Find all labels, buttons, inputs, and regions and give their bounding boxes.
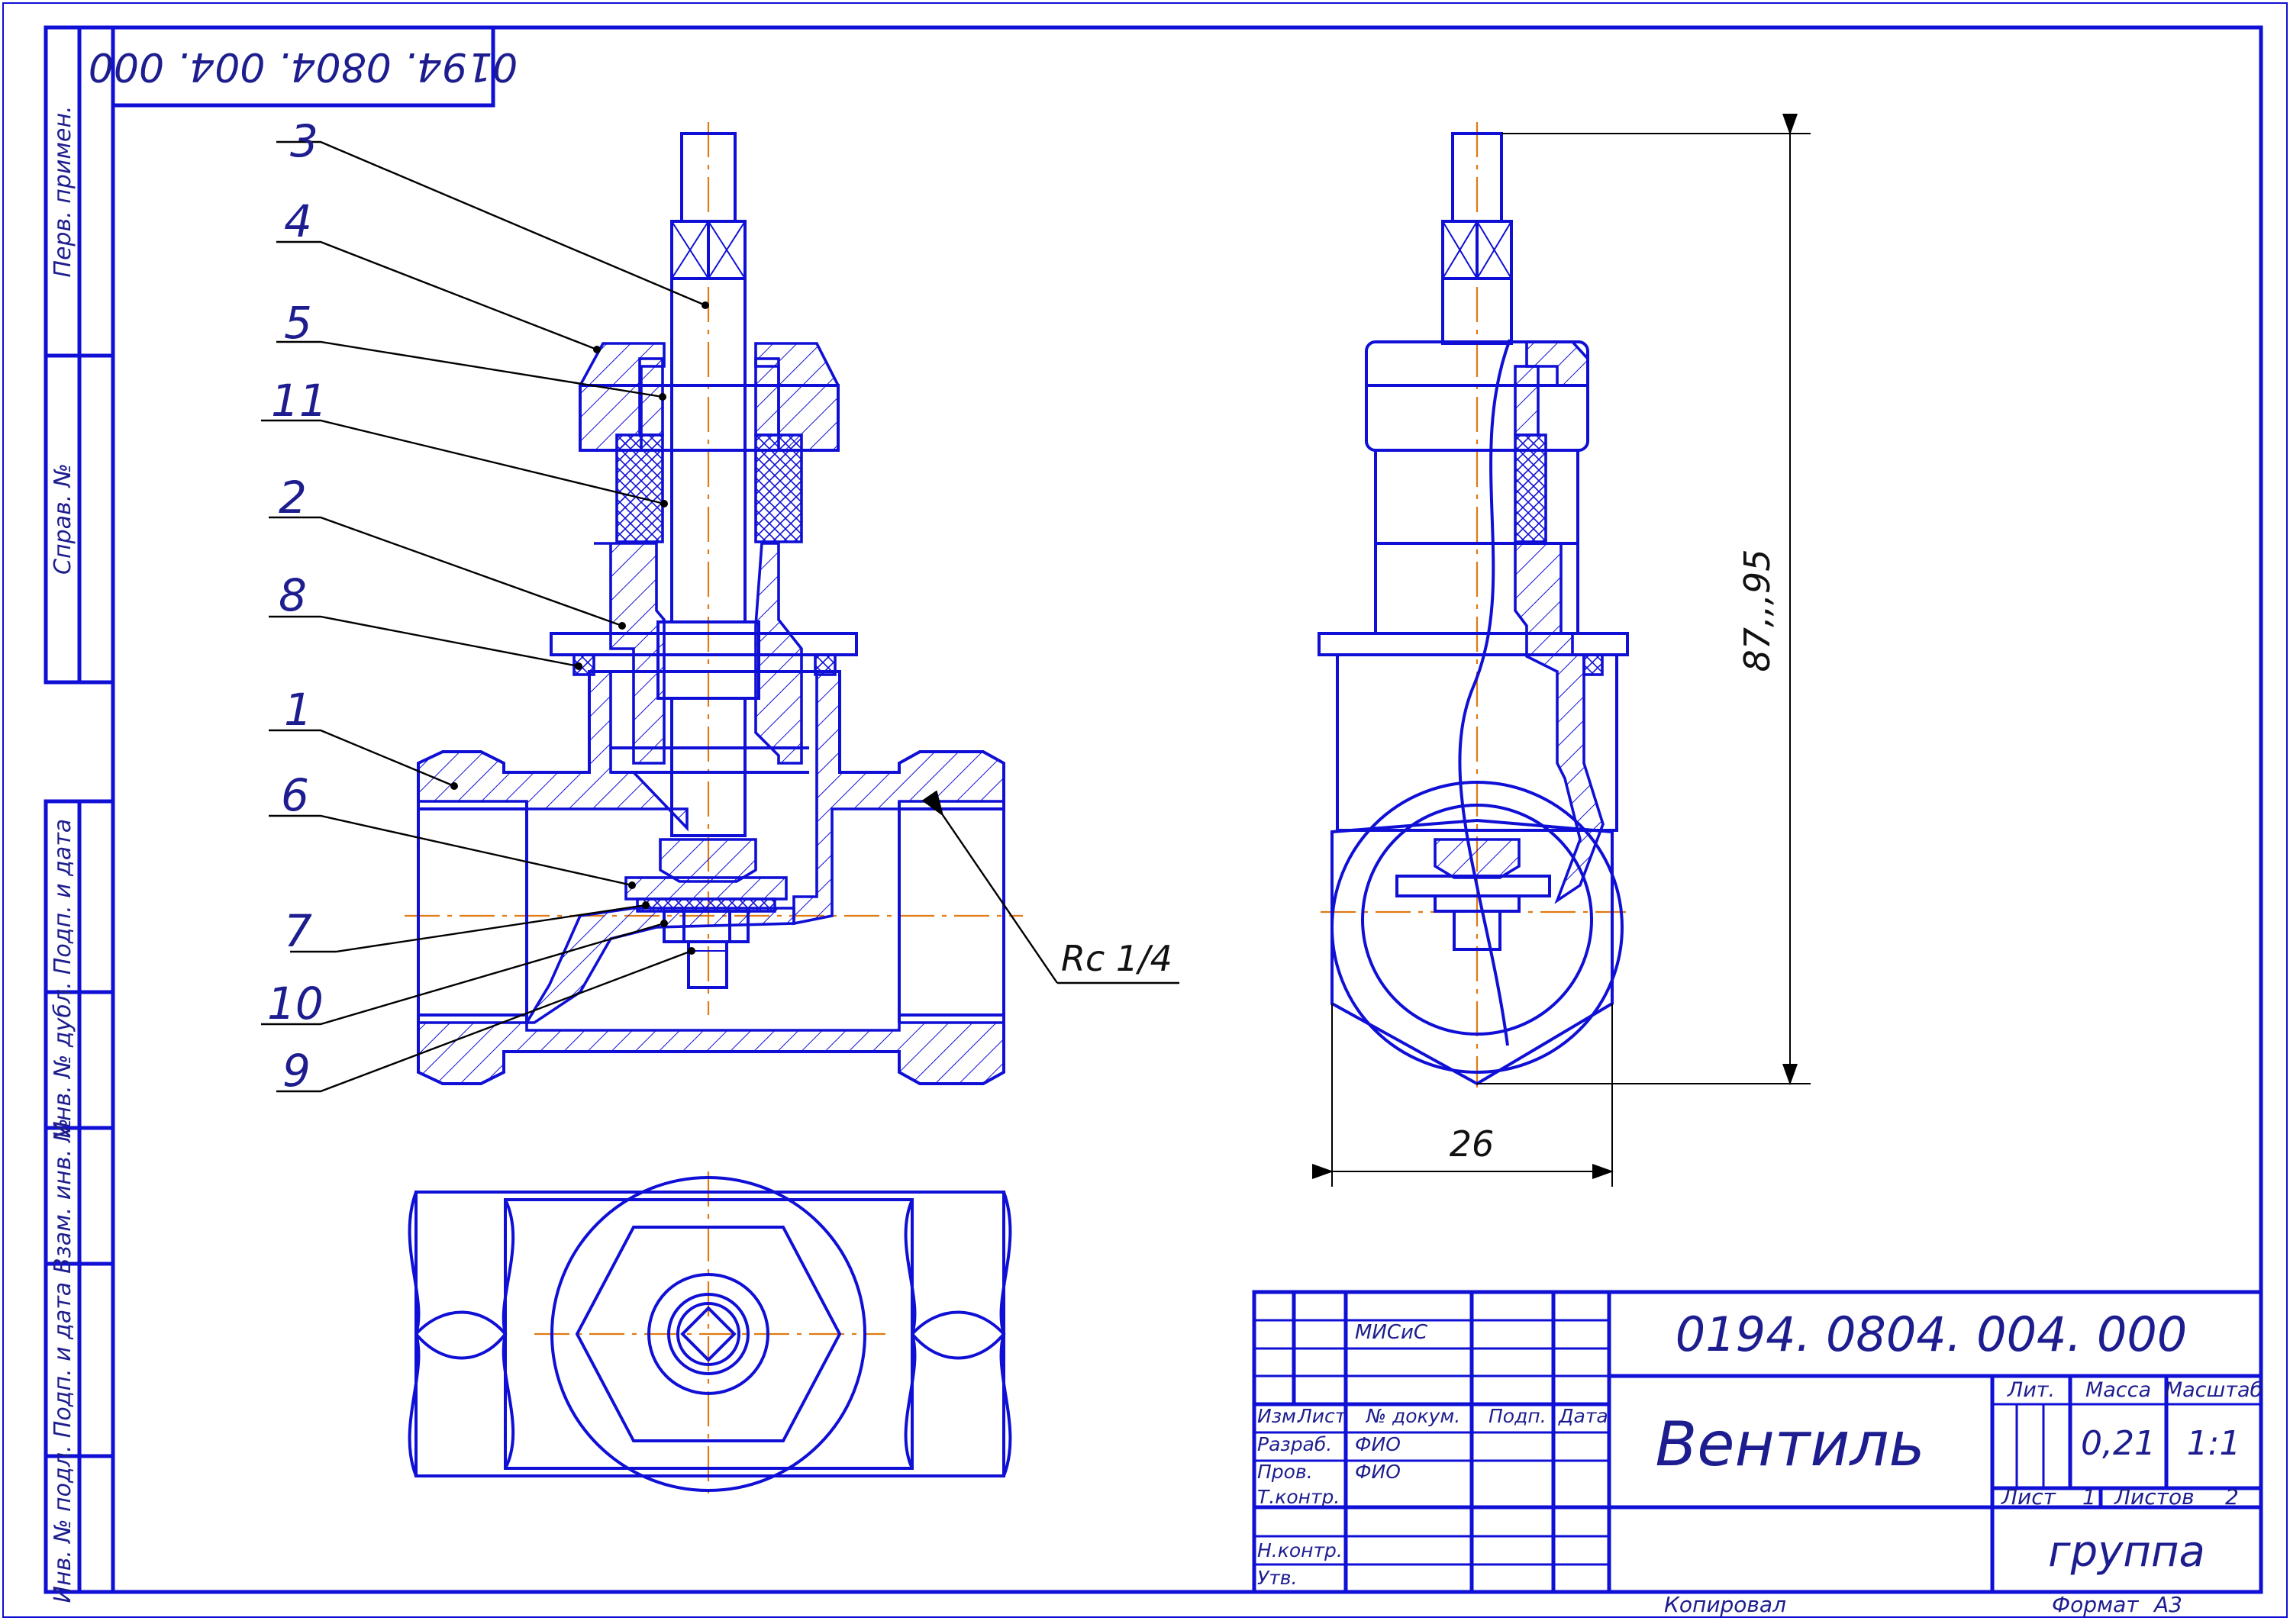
group-text: группа (2048, 1527, 2205, 1577)
sheets-label: Листов (2114, 1484, 2195, 1510)
row-razrab-role: Разраб. (1257, 1433, 1332, 1455)
scale-value: 1:1 (2187, 1424, 2241, 1463)
top-code-text: 0194. 0804. 004. 000 (89, 44, 518, 89)
title-block: МИСиС Изм. Лист № докум. Подп. Дата Разр… (1252, 1290, 2263, 1617)
side-label-vzam: Взам. инв. № (50, 1118, 76, 1274)
row-utv-role: Утв. (1257, 1567, 1297, 1589)
sheet-number: 1 (2082, 1484, 2096, 1510)
drawing-title: Вентиль (1655, 1409, 1924, 1480)
top-code-box: 0194. 0804. 004. 000 (89, 25, 518, 108)
height-dimension: 87,,,95 (1737, 549, 1778, 672)
header-podp: Подп. (1488, 1405, 1547, 1427)
organization-text: МИСиС (1355, 1321, 1428, 1344)
part-label-1: 1 (284, 684, 312, 736)
sheets-total: 2 (2225, 1484, 2239, 1510)
mass-value: 0,21 (2081, 1424, 2156, 1463)
header-data: Дата (1558, 1405, 1608, 1427)
mass-label: Масса (2085, 1378, 2151, 1402)
part-label-10: 10 (267, 978, 324, 1030)
part-label-8: 8 (279, 569, 307, 621)
header-list: Лист (1297, 1405, 1347, 1427)
part-label-5: 5 (284, 297, 312, 349)
left-binding-columns: Перв. примен. Справ. № Подп. и дата Инв.… (44, 25, 115, 1603)
header-izm: Изм. (1257, 1405, 1302, 1427)
side-label-podp-2: Подп. и дата (50, 1282, 76, 1438)
sheet-label: Лист (2001, 1484, 2056, 1510)
row-nkontr-role: Н.контр. (1257, 1539, 1343, 1561)
format-label: Формат (2052, 1592, 2139, 1617)
part-label-9: 9 (282, 1045, 311, 1097)
side-label-podp-1: Подп. и дата (50, 819, 76, 975)
thread-callout: Rc 1/4 (1061, 938, 1172, 979)
part-label-6: 6 (281, 769, 309, 821)
title-code: 0194. 0804. 004. 000 (1676, 1307, 2188, 1362)
side-label-sprav: Справ. № (50, 463, 76, 575)
side-label-inv-podl: Инв. № подл. (50, 1445, 76, 1603)
row-prov-role: Пров. (1257, 1461, 1313, 1483)
part-label-4: 4 (284, 195, 312, 247)
row-razrab-name: ФИО (1355, 1433, 1401, 1455)
side-label-perv: Перв. примен. (50, 105, 76, 277)
side-label-inv-dubl: Инв. № дубл. (50, 981, 76, 1138)
part-label-3: 3 (290, 115, 318, 167)
part-label-11: 11 (271, 375, 327, 427)
side-view: 87,,,95 26 (1312, 114, 1811, 1187)
top-view (408, 1171, 1012, 1496)
front-section-view: 3 4 5 11 2 8 1 6 7 10 9 Rc 1/4 (261, 115, 1179, 1097)
part-label-2: 2 (279, 472, 307, 524)
row-tkontr-role: Т.контр. (1257, 1486, 1340, 1508)
header-nom-dokum: № докум. (1365, 1405, 1460, 1427)
copied-label: Копировал (1664, 1592, 1786, 1617)
scale-label: Масштаб (2165, 1378, 2263, 1402)
part-label-7: 7 (284, 905, 312, 957)
lit-label: Лит. (2007, 1378, 2055, 1402)
row-prov-name: ФИО (1355, 1461, 1401, 1483)
width-dimension: 26 (1450, 1123, 1495, 1165)
format-value: А3 (2153, 1592, 2182, 1617)
